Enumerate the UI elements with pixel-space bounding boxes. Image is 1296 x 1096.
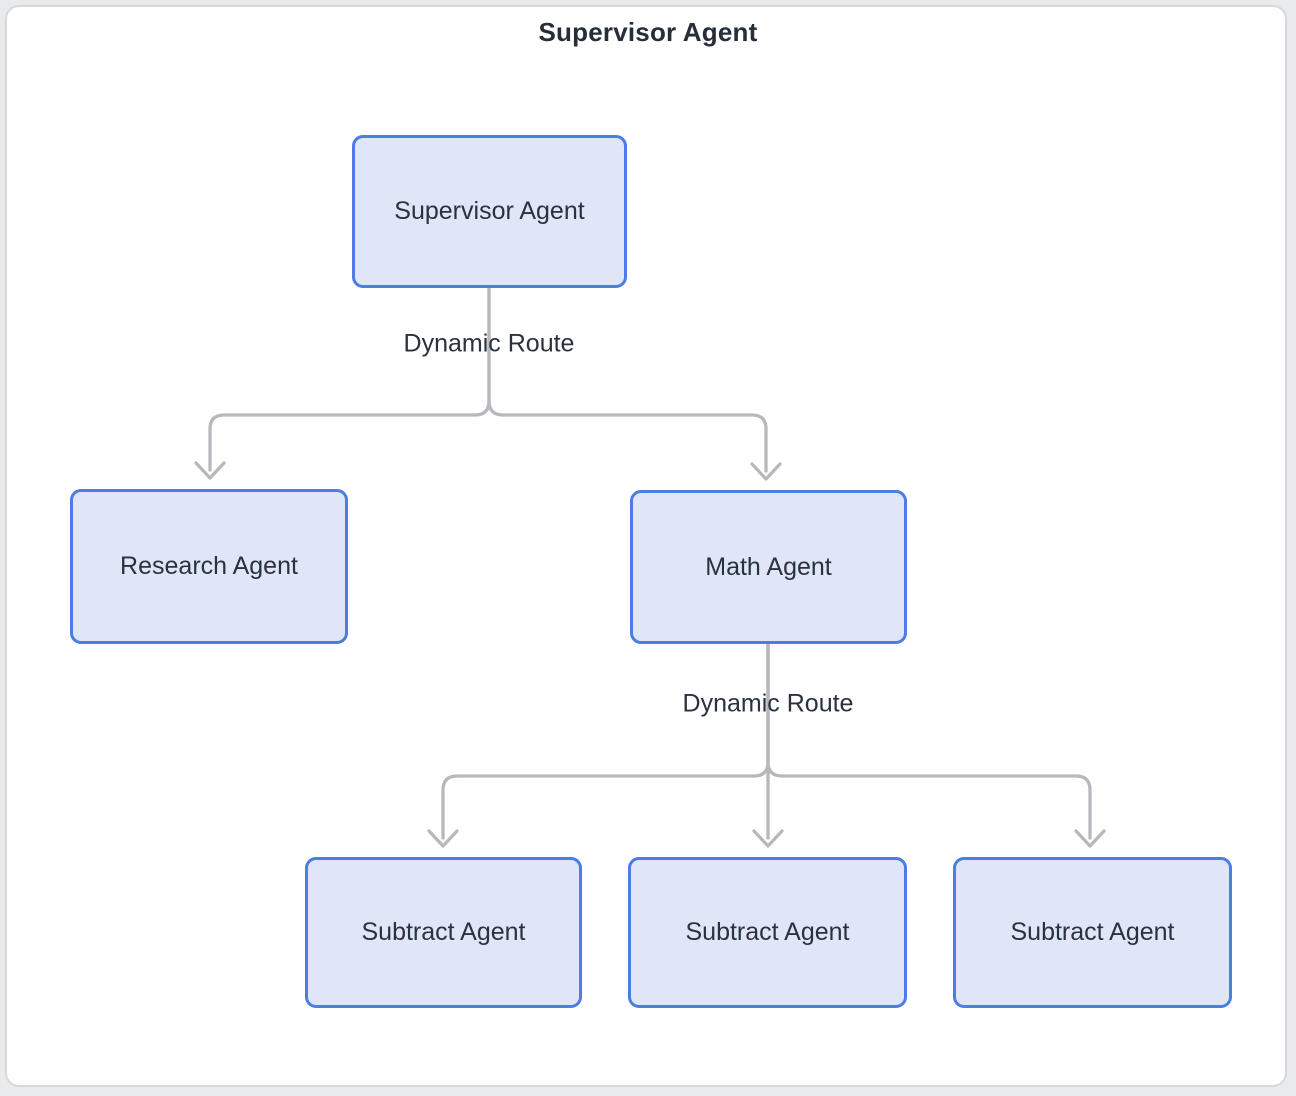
node-label: Supervisor Agent [394,197,585,225]
node-supervisor-agent: Supervisor Agent [352,135,627,288]
edge-label-dynamic-route-lower: Dynamic Route [682,689,854,718]
diagram-title: Supervisor Agent [538,17,758,47]
node-label: Subtract Agent [685,918,850,946]
node-math-agent: Math Agent [630,490,907,644]
node-subtract-agent-1: Subtract Agent [305,857,582,1008]
node-research-agent: Research Agent [70,489,348,644]
node-label: Subtract Agent [361,918,526,946]
node-label: Subtract Agent [1010,918,1175,946]
node-subtract-agent-3: Subtract Agent [953,857,1232,1008]
node-label: Research Agent [120,552,298,580]
edge-label-dynamic-route-upper: Dynamic Route [403,329,575,358]
node-label: Math Agent [705,552,832,581]
node-subtract-agent-2: Subtract Agent [628,857,907,1008]
